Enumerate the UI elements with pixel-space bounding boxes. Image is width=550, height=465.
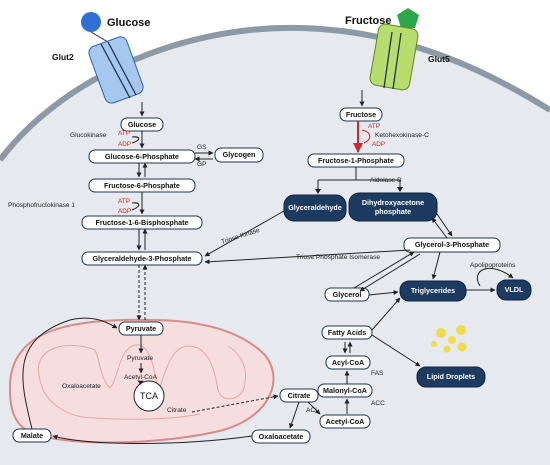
pathway-arrows: [22, 90, 514, 444]
tca-label: TCA: [140, 391, 158, 401]
glucose-node: Glucose: [128, 120, 156, 129]
glyceraldehyde-3-phosphate-node: Glyceraldehyde-3-Phosphate: [92, 254, 191, 263]
acetyl-coa-node: Acetyl-CoA: [326, 417, 365, 426]
fas-label: FAS: [371, 370, 384, 377]
mito-acetyl-coa-label: Acetyl-CoA: [124, 374, 158, 381]
ketohexokinase-label: Ketohexokinase-C: [375, 132, 429, 139]
acl-label: ACL: [306, 407, 319, 414]
glycerol-3-phosphate-node: Glycerol-3-Phosphate: [415, 240, 489, 249]
atp-label-pfk1: ATP: [118, 198, 130, 205]
pfk1-label: Phosphofructokinase 1: [8, 202, 75, 209]
fructose-1-6-bisphosphate-node: Fructose-1-6-Bisphosphate: [95, 218, 188, 227]
dhap-node-line2: phosphate: [375, 207, 411, 216]
lipid-droplets-node: Lipid Droplets: [427, 372, 475, 381]
cell-membrane: [0, 24, 550, 162]
acyl-coa-node-box: [325, 355, 371, 370]
fatty-acids-node: Fatty Acids: [328, 328, 366, 337]
fructose-1-phosphate-node: Fructose-1-Phosphate: [318, 156, 394, 165]
glut5-label: Glut5: [428, 54, 450, 64]
glucokinase-label: Glucokinase: [70, 132, 107, 139]
vldl-node-box: [496, 279, 532, 301]
mito-oxaloacetate-label: Oxaloacetate: [62, 383, 101, 390]
gp-label: GP: [197, 161, 207, 168]
pyruvate-node: Pyruvate: [126, 324, 156, 333]
fructose-node: Fructose: [346, 110, 376, 119]
acc-label: ACC: [371, 400, 385, 407]
atp-label-khk: ATP: [368, 123, 380, 130]
adp-label-khk: ADP: [372, 141, 385, 148]
triglycerides-node-box: [399, 280, 467, 302]
glucose-6-phosphate-node: Glucose-6-Phosphate: [105, 152, 179, 161]
glut2-transporter: [88, 31, 144, 104]
adp-label-pfk1: ADP: [118, 208, 131, 215]
vldl-node: VLDL: [505, 285, 524, 294]
citrate-node: Citrate: [288, 391, 311, 400]
lipid-droplets-node-box: [416, 366, 486, 388]
lipid-droplets-icon: [431, 325, 467, 353]
glut2-label: Glut2: [52, 52, 74, 62]
fructose-node-box: [339, 107, 383, 122]
glycerol-3-phosphate-node-box: [403, 237, 501, 253]
fructose-shape-icon: [397, 8, 419, 28]
dhap-node-line1: Dihydroxyacetone: [362, 198, 424, 207]
apolipoproteins-label: Apolipoproteins: [470, 262, 516, 269]
fructose-label: Fructose: [345, 15, 391, 27]
atp-label-glucokinase: ATP: [118, 130, 130, 137]
glyceraldehyde-node-box: [283, 194, 347, 222]
f16bp-node-box: [81, 215, 203, 230]
malonyl-coa-node-box: [317, 383, 373, 398]
gs-label: GS: [197, 144, 207, 151]
glucose-label: Glucose: [107, 17, 150, 29]
malate-node: Malate: [21, 431, 43, 440]
glycogen-node: Glycogen: [223, 150, 256, 159]
adp-label-glucokinase: ADP: [118, 141, 131, 148]
oxaloacetate-node: Oxaloacetate: [259, 432, 304, 441]
fructose-6-phosphate-node: Fructose-6-Phosphate: [104, 181, 180, 190]
acyl-coa-node: Acyl-CoA: [332, 358, 364, 367]
malonyl-coa-node: Malonyl-CoA: [323, 386, 367, 395]
glyceraldehyde-node: Glyceraldehyde: [288, 203, 342, 212]
mito-pyruvate-label: Pyruvate: [127, 355, 153, 362]
glycerol-node: Glycerol: [333, 290, 362, 299]
dhap-node-box: [348, 192, 438, 222]
mito-citrate-label: Citrate: [167, 407, 187, 414]
glycogen-node-box: [214, 147, 264, 163]
tca-cycle: [133, 380, 165, 412]
triglycerides-node: Triglycerides: [411, 286, 455, 295]
g3p-node-box: [81, 251, 203, 266]
fatty-acids-node-box: [321, 325, 373, 340]
tpi-label: Triose Phosphate Isomerase: [296, 254, 380, 261]
glucose-shape-icon: [81, 12, 101, 32]
glut5-transporter: [369, 23, 419, 91]
acetyl-coa-node-box: [319, 414, 371, 429]
